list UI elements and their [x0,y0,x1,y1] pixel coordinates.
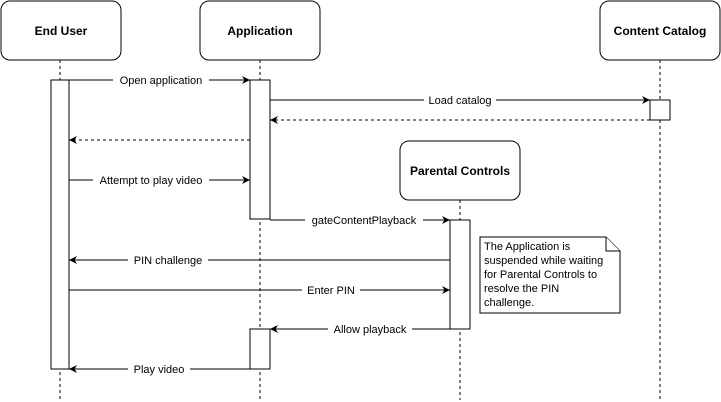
activation-application-2 [249,328,271,370]
message-allow-playback: Allow playback [270,322,450,336]
message-open-application-label: Open application [120,75,203,87]
participant-content-catalog: Content Catalog [599,0,721,61]
message-load-catalog-label: Load catalog [429,95,492,107]
message-load-catalog: Load catalog [270,93,650,107]
participant-end-user: End User [0,0,122,61]
participant-application: Application [199,0,321,61]
message-play-video: Play video [69,362,250,376]
participant-end-user-label: End User [35,24,88,38]
message-open-application: Open application [69,73,250,87]
participant-content-catalog-label: Content Catalog [614,24,707,38]
note-line-4: resolve the PIN [484,283,559,295]
note-line-2: suspended while waiting [484,255,603,267]
message-attempt-to-play-video: Attempt to play video [69,173,250,187]
activation-parental-controls [449,219,471,330]
activation-end-user [50,79,70,370]
message-allow-playback-label: Allow playback [334,324,407,336]
message-enter-pin-label: Enter PIN [307,285,355,297]
message-play-video-label: Play video [134,364,185,376]
participant-parental-controls-label: Parental Controls [410,164,510,178]
note-line-5: challenge. [484,297,534,309]
message-pin-challenge-label: PIN challenge [134,255,203,267]
message-gate-content-playback-label: gateContentPlayback [312,215,417,227]
message-attempt-to-play-video-label: Attempt to play video [100,175,203,187]
participant-application-label: Application [227,24,292,38]
message-gate-content-playback: gateContentPlayback [270,213,450,227]
message-enter-pin: Enter PIN [69,283,450,297]
message-pin-challenge: PIN challenge [69,253,450,267]
note-line-1: The Application is [484,241,571,253]
participant-parental-controls: Parental Controls [399,140,521,201]
note: The Application is suspended while waiti… [479,236,621,314]
activation-content-catalog [649,99,671,121]
note-line-3: for Parental Controls to [484,269,597,281]
activation-application-1 [249,79,271,220]
